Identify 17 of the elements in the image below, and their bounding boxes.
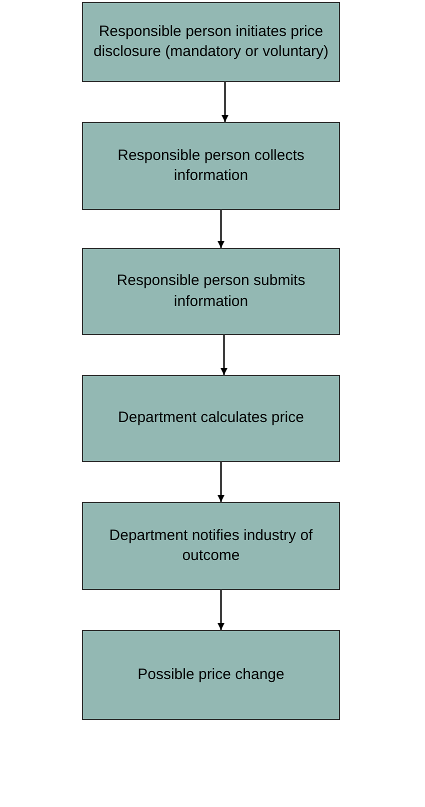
arrow bbox=[222, 82, 228, 122]
arrow bbox=[218, 210, 224, 248]
process-box bbox=[82, 122, 340, 210]
process-box bbox=[82, 630, 340, 720]
step-text: Responsible person collects information bbox=[116, 146, 306, 186]
arrow bbox=[218, 590, 224, 630]
process-box bbox=[82, 248, 340, 335]
step-text: Department calculates price bbox=[117, 408, 305, 428]
step-text: Possible price change bbox=[136, 664, 286, 685]
step-text: Responsible person initiates price disclosure (mandatory or voluntary) bbox=[92, 22, 330, 62]
step-text: Department notifies industry of outcome bbox=[108, 526, 314, 566]
arrow bbox=[218, 462, 224, 502]
step-text: Responsible person submits information bbox=[116, 271, 306, 312]
arrow bbox=[220, 335, 228, 375]
process-box bbox=[82, 375, 340, 462]
process-box bbox=[82, 2, 340, 82]
process-box bbox=[82, 502, 340, 590]
